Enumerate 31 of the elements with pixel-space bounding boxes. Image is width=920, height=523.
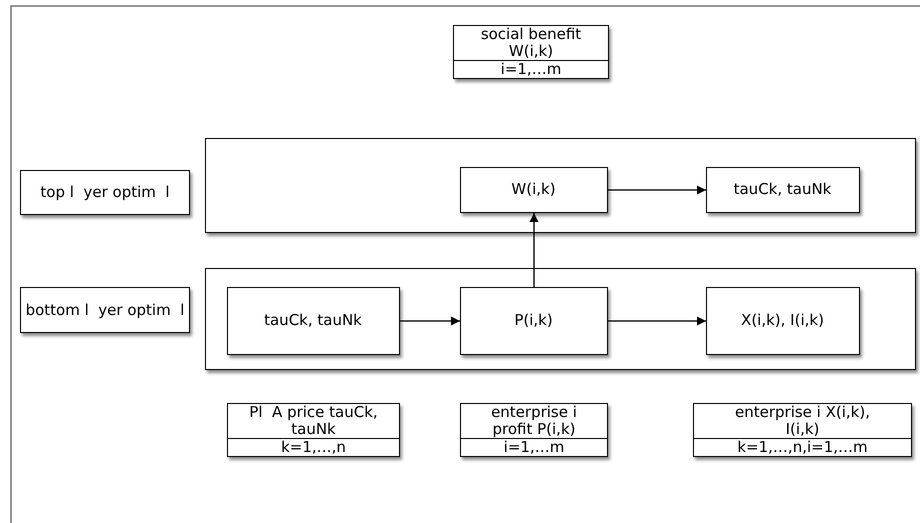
process-box <box>706 166 860 212</box>
node-label: bottom l yer optim l <box>24 302 186 318</box>
index-range: k=1,…,n <box>228 438 399 456</box>
record-box <box>693 403 912 457</box>
node-label: tauCk, tauNk <box>732 181 832 198</box>
index-range: k=1,…,n,i=1,…m <box>694 438 911 456</box>
index-range: i=1,…m <box>454 60 608 78</box>
node-label: P(i,k) <box>513 312 554 329</box>
record-box <box>227 403 400 457</box>
index-range: i=1,…m <box>461 438 607 456</box>
process-box <box>460 166 608 212</box>
record-box <box>460 403 608 457</box>
layer-panel <box>205 268 916 370</box>
arrow <box>400 316 460 326</box>
node-label: W(i,k) <box>510 181 557 198</box>
label-box <box>20 170 190 215</box>
process-box <box>460 286 608 354</box>
record-title: enterprise i X(i,k), I(i,k) <box>734 404 871 438</box>
record-title: social benefit W(i,k) <box>480 26 582 60</box>
node-label: top l yer optim l <box>39 184 171 201</box>
process-box <box>706 286 860 354</box>
node-label: X(i,k), I(i,k) <box>740 312 825 329</box>
process-box <box>226 286 400 354</box>
arrow <box>530 213 538 287</box>
layer-panel <box>205 138 916 233</box>
record-title: enterprise i profit P(i,k) <box>490 404 578 438</box>
arrow <box>608 186 706 194</box>
arrow <box>608 316 706 326</box>
record-box <box>453 25 609 79</box>
node-label: tauCk, tauNk <box>263 312 363 329</box>
label-box <box>20 287 190 333</box>
